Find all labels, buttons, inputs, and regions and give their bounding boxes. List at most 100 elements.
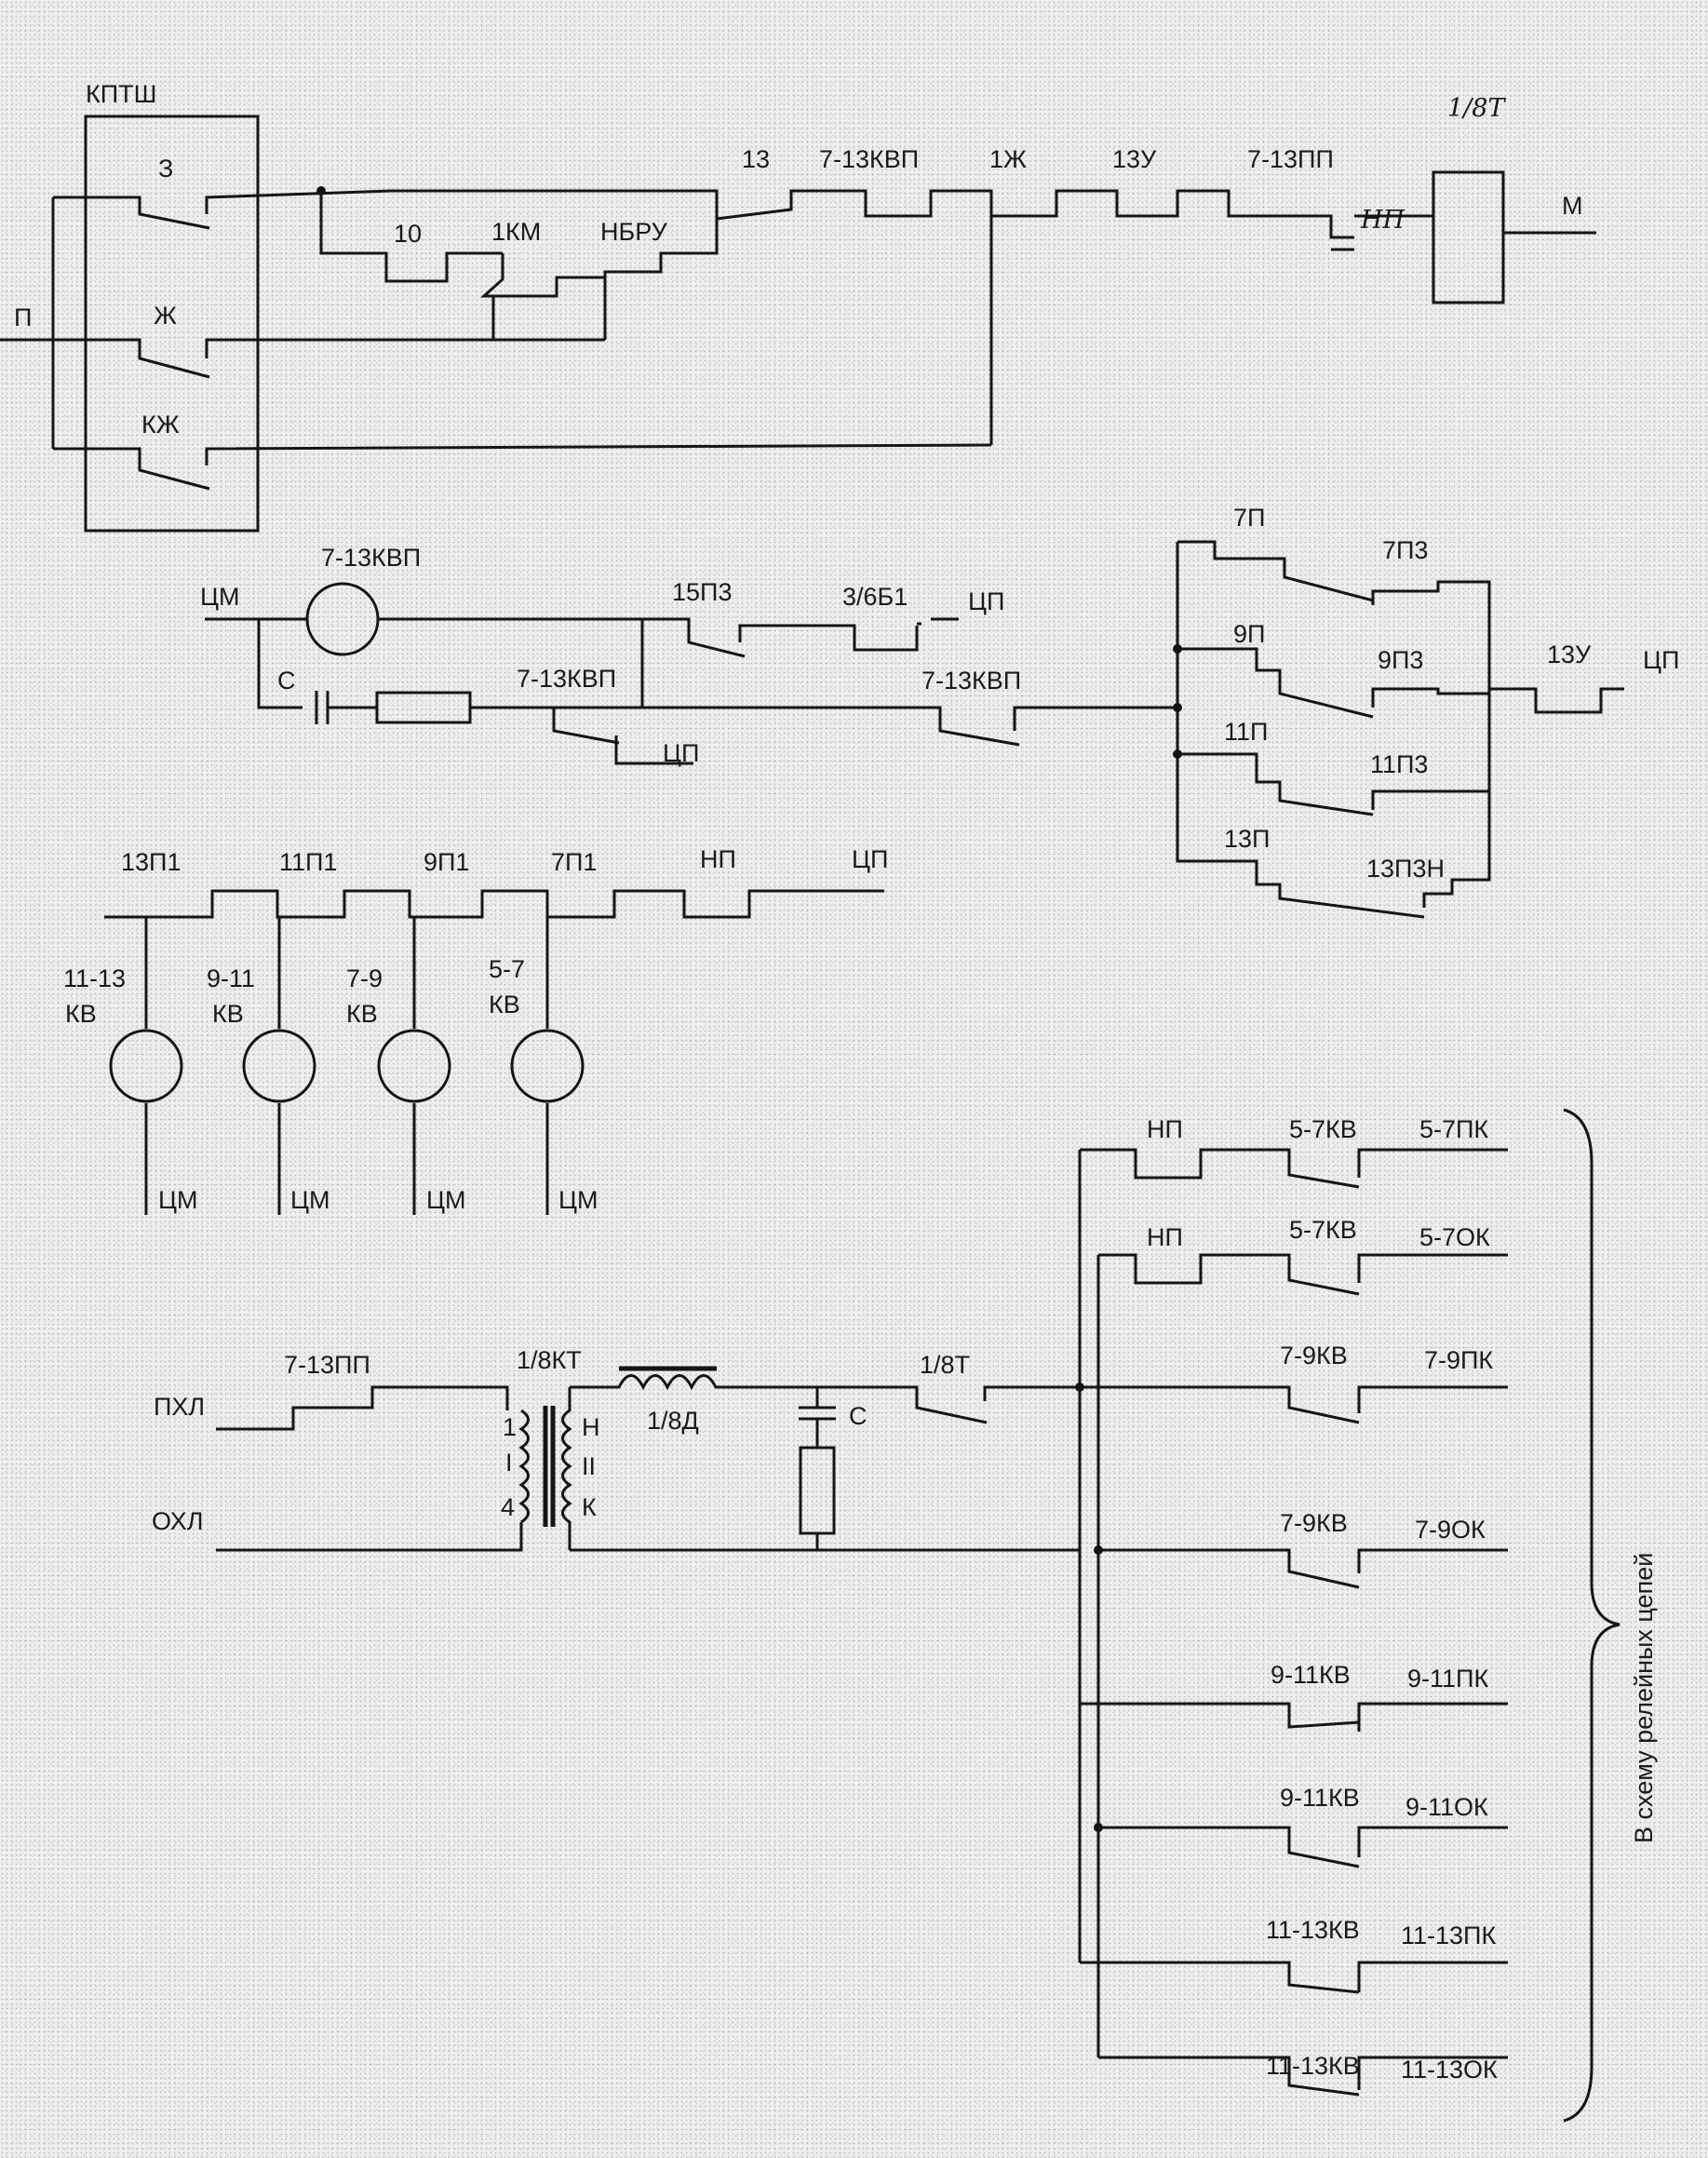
contact-13u-b2 [1489, 687, 1624, 714]
label-c-9p: 9П [1233, 620, 1265, 648]
label-wr-1: Н [582, 1413, 600, 1441]
label-row3-out: 7-9ПК [1424, 1346, 1493, 1374]
label-contact-nbru: НБРУ [600, 218, 668, 246]
label-contact-1km: 1КМ [491, 218, 541, 246]
label-contact-7-13pp-b4: 7-13ПП [284, 1351, 370, 1379]
label-relay-7-9-bottom: КВ [346, 1000, 378, 1028]
label-row1-contact: НП [1147, 1115, 1183, 1143]
output-brace [1563, 1108, 1621, 2123]
label-wr-3: К [582, 1493, 597, 1521]
label-c-7p1: 7П1 [551, 848, 597, 876]
label-relay-7-13kvp: 7-13КВП [321, 544, 421, 572]
label-contact-1zh: 1Ж [989, 145, 1027, 173]
contact-1km [480, 253, 605, 298]
secondary-winding [561, 1387, 572, 1550]
block-kv-relays: 13П1 11П1 9П1 7П1 НП ЦП 11-13 КВ ЦМ 9-11… [63, 845, 888, 1215]
label-wl-2: І [505, 1449, 513, 1477]
label-line-tsm: ЦМ [200, 583, 239, 611]
label-cap-c: С [277, 667, 296, 695]
out-row-1 [1080, 1148, 1508, 1189]
label-relay-5-7-top: 5-7 [489, 955, 525, 983]
label-relay-5-7-bottom: КВ [489, 991, 520, 1018]
label-contact-13u-b2: 13У [1547, 641, 1592, 668]
label-row6-out: 9-11ОК [1405, 1793, 1488, 1821]
label-row8-out: 11-13ОК [1401, 2056, 1498, 2084]
label-relay-5-7-line: ЦМ [558, 1186, 598, 1214]
relay-11-13kv [109, 1029, 183, 1103]
label-c-7p: 7П [1233, 504, 1265, 532]
label-c-11p1: 11П1 [279, 848, 337, 876]
label-contact-1-8t: 1/8Т [920, 1351, 970, 1379]
label-relay-9-11-top: 9-11 [207, 964, 255, 992]
label-row4-kv: 7-9КВ [1280, 1509, 1348, 1537]
label-line-m: М [1562, 192, 1583, 220]
label-contact-7-13kvp-b: 7-13КВП [921, 667, 1021, 695]
label-line-p: П [14, 303, 32, 331]
transformer-core [543, 1406, 556, 1527]
label-contact-np: НП [1360, 206, 1405, 235]
row-13p [1215, 791, 1491, 919]
label-row3-kv: 7-9КВ [1280, 1342, 1348, 1369]
corner-note: 1/8Т [1447, 94, 1506, 123]
ladder-left-bus [1176, 542, 1215, 863]
label-contact-36b1: 3/6Б1 [842, 583, 908, 611]
label-term-tsp-3: ЦП [1643, 646, 1679, 674]
label-transformer: 1/8КТ [517, 1346, 582, 1374]
contact-7-13kvp-b [642, 706, 1177, 747]
label-c-7p3: 7П3 [1382, 536, 1428, 564]
label-c-np: НП [700, 845, 736, 873]
out-row-5 [1080, 1702, 1508, 1732]
contact-7-13kvp-a [552, 706, 693, 765]
label-wl-1: 1 [503, 1413, 517, 1441]
wire-top [391, 189, 719, 237]
label-row2-out: 5-7ОК [1419, 1223, 1490, 1251]
label-relay-9-11-line: ЦМ [290, 1186, 329, 1214]
kptsh-panel [84, 115, 260, 533]
out-row-4 [1098, 1548, 1508, 1589]
contact-nbru [603, 237, 719, 340]
out-row-8 [1098, 2056, 1508, 2097]
relay-7-13kvp [305, 582, 380, 656]
primary-winding [518, 1409, 530, 1524]
label-relay-9-11-bottom: КВ [212, 1000, 244, 1028]
out-row-2 [1098, 1253, 1508, 1296]
label-term-tsp-2: ЦП [663, 739, 699, 767]
choke-1-8d [570, 1374, 735, 1391]
label-contact-7-13pp: 7-13ПП [1247, 145, 1334, 173]
out-row-7 [1080, 1961, 1508, 1994]
label-row7-kv: 11-13КВ [1266, 1916, 1360, 1944]
label-contact-3: З [158, 155, 173, 182]
line-okhl [216, 1522, 523, 1552]
label-row5-kv: 9-11КВ [1271, 1661, 1351, 1689]
label-relay-11-13-line: ЦМ [158, 1186, 197, 1214]
row-9p [1177, 647, 1489, 719]
label-row1-out: 5-7ПК [1419, 1115, 1488, 1143]
block-kptsh: КПТШ З Ж КЖ П 10 1КМ НБРУ 13 7-13КВП 1Ж … [0, 80, 1596, 533]
label-kptsh: КПТШ [86, 80, 156, 108]
contact-kzh [53, 443, 992, 491]
label-row7-out: 11-13ПК [1401, 1922, 1496, 1949]
label-relay-11-13-top: 11-13 [63, 964, 126, 992]
relay-5-7kv [510, 1029, 585, 1103]
label-row1-kv: 5-7КВ [1289, 1115, 1357, 1143]
label-b3-tsp: ЦП [852, 845, 888, 873]
label-row6-kv: 9-11КВ [1280, 1784, 1360, 1812]
label-row2-kv: 5-7КВ [1289, 1216, 1357, 1244]
ladder-junction-2 [1173, 703, 1182, 712]
label-c-9p1: 9П1 [424, 848, 469, 876]
resistor [375, 691, 472, 724]
label-c-11p3: 11П3 [1370, 750, 1428, 778]
row-11p [1177, 694, 1491, 816]
serial-contacts [716, 189, 1354, 239]
label-contact-7-13kvp: 7-13КВП [819, 145, 919, 173]
contact-10 [319, 191, 503, 283]
label-c-9p3: 9П3 [1378, 646, 1423, 674]
label-row2-contact: НП [1147, 1223, 1183, 1251]
label-brace-text: В схему релейных цепей [1630, 1553, 1658, 1843]
block-timing: ЦМ 7-13КВП С 15П3 3/6Б1 ЦП 7-13КВП ЦП 7-… [200, 504, 1679, 919]
label-wr-2: ІІ [582, 1452, 596, 1480]
coil-m [1432, 170, 1505, 304]
label-c-13p3n: 13П3Н [1366, 855, 1445, 883]
label-contact-zh: Ж [154, 302, 177, 330]
